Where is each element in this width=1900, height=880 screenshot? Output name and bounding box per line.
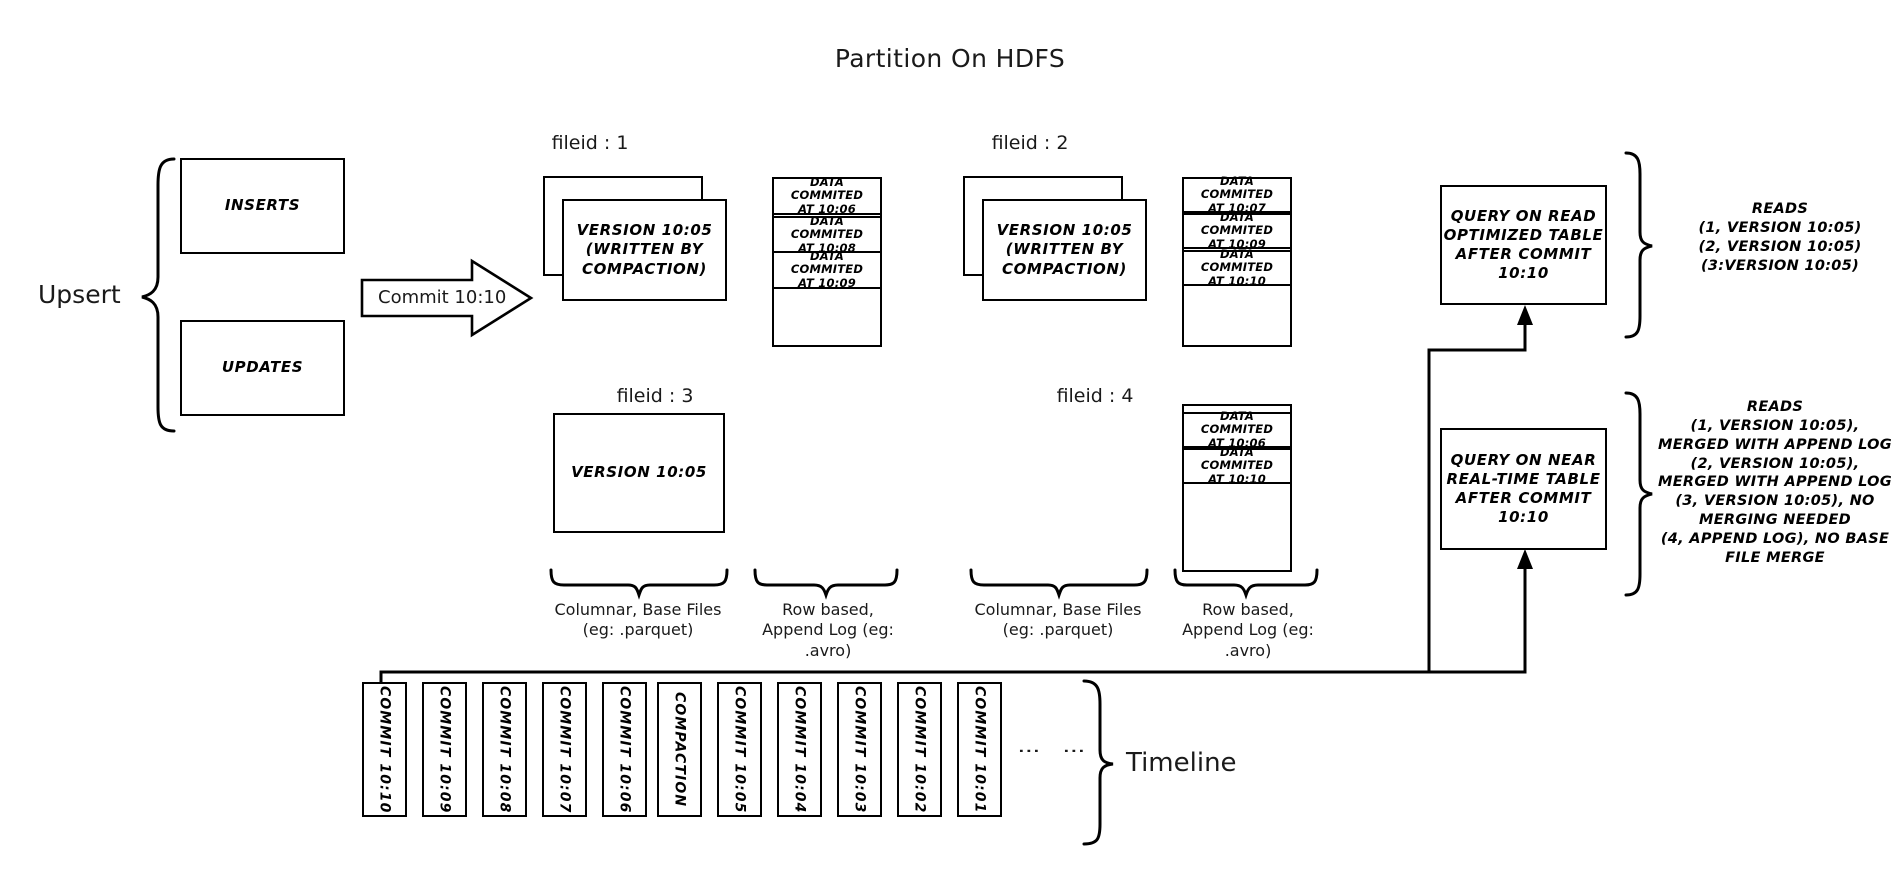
log-entry-label: DATA COMMITED AT 10:08 (790, 213, 864, 255)
fileid-4-log-entry-0[interactable]: DATA COMMITED AT 10:06 (1182, 408, 1292, 450)
caption-columnar-right: Columnar, Base Files (eg: .parquet) (974, 600, 1142, 640)
timeline-cell-label: COMMIT 10:05 (731, 685, 748, 814)
timeline-cell-label: COMMIT 10:06 (616, 685, 633, 814)
fileid-2-log-entry-0[interactable]: DATA COMMITED AT 10:07 (1182, 173, 1292, 215)
timeline-cell-5[interactable]: COMPACTION (657, 682, 702, 817)
timeline-ellipsis-1: ⋮ (1016, 740, 1041, 765)
timeline-cell-label: COMMIT 10:07 (556, 685, 573, 814)
timeline-cell-label: COMMIT 10:09 (436, 685, 453, 814)
commit-arrow-label: Commit 10:10 (378, 287, 507, 308)
query-read-optimized-box[interactable]: QUERY ON READ OPTIMIZED TABLE AFTER COMM… (1440, 185, 1607, 305)
reads-near-real-time-brace-icon (1624, 391, 1653, 597)
query-read-optimized-label: QUERY ON READ OPTIMIZED TABLE AFTER COMM… (1443, 206, 1604, 283)
reads-read-optimized-text: READS (1, VERSION 10:05) (2, VERSION 10:… (1698, 201, 1862, 274)
timeline-label: Timeline (1126, 748, 1237, 778)
log-entry-label: DATA COMMITED AT 10:09 (790, 248, 864, 290)
timeline-cell-9[interactable]: COMMIT 10:02 (897, 682, 942, 817)
rowlog-left-brace-icon (753, 568, 899, 600)
timeline-brace-icon (1082, 679, 1114, 846)
timeline-cell-label: COMMIT 10:10 (376, 685, 393, 814)
fileid-2-base-label: VERSION 10:05 (WRITTEN BY COMPACTION) (996, 221, 1133, 278)
query-near-real-time-box[interactable]: QUERY ON NEAR REAL-TIME TABLE AFTER COMM… (1440, 428, 1607, 550)
timeline-cell-0[interactable]: COMMIT 10:10 (362, 682, 407, 817)
fileid-2-base-front[interactable]: VERSION 10:05 (WRITTEN BY COMPACTION) (982, 199, 1147, 301)
reads-read-optimized-brace-icon (1624, 151, 1653, 339)
fileid-2-log-entry-1[interactable]: DATA COMMITED AT 10:09 (1182, 209, 1292, 251)
inserts-box[interactable]: INSERTS (180, 158, 345, 254)
log-entry-label: DATA COMMITED AT 10:10 (1200, 246, 1274, 288)
timeline-cell-label: COMMIT 10:02 (911, 685, 928, 814)
fileid-2-header: fileid : 2 (991, 132, 1069, 154)
inserts-label: INSERTS (224, 196, 301, 215)
commit-arrow-shape (360, 258, 534, 338)
columnar-left-brace-icon (549, 568, 729, 600)
timeline-cell-6[interactable]: COMMIT 10:05 (717, 682, 762, 817)
fileid-1-log-entry-2[interactable]: DATA COMMITED AT 10:09 (772, 248, 882, 290)
fileid-1-log-entry-0[interactable]: DATA COMMITED AT 10:06 (772, 174, 882, 216)
fileid-4-header: fileid : 4 (1056, 385, 1134, 407)
fileid-1-header: fileid : 1 (551, 132, 629, 154)
upsert-brace-icon (141, 157, 176, 433)
timeline-cell-label: COMPACTION (671, 691, 688, 808)
upsert-label: Upsert (38, 280, 121, 309)
timeline-cell-8[interactable]: COMMIT 10:03 (837, 682, 882, 817)
fileid-1-base-label: VERSION 10:05 (WRITTEN BY COMPACTION) (576, 221, 713, 278)
caption-rowlog-right: Row based, Append Log (eg: .avro) (1182, 600, 1314, 660)
timeline-cell-label: COMMIT 10:04 (791, 685, 808, 814)
log-entry-label: DATA COMMITED AT 10:09 (1200, 209, 1274, 251)
query-near-real-time-label: QUERY ON NEAR REAL-TIME TABLE AFTER COMM… (1446, 450, 1601, 527)
page-title: Partition On HDFS (834, 44, 1066, 73)
log-entry-label: DATA COMMITED AT 10:10 (1200, 444, 1274, 486)
caption-columnar-left: Columnar, Base Files (eg: .parquet) (554, 600, 722, 640)
log-entry-label: DATA COMMITED AT 10:07 (1200, 173, 1274, 215)
fileid-2-log-entry-2[interactable]: DATA COMMITED AT 10:10 (1182, 246, 1292, 288)
timeline-ellipsis-2: ⋮ (1061, 740, 1086, 765)
reads-near-real-time-text: READS (1, VERSION 10:05), MERGED WITH AP… (1657, 399, 1892, 566)
timeline-cell-2[interactable]: COMMIT 10:08 (482, 682, 527, 817)
caption-rowlog-left: Row based, Append Log (eg: .avro) (762, 600, 894, 660)
fileid-3-base-box[interactable]: VERSION 10:05 (553, 413, 725, 533)
fileid-3-base-label: VERSION 10:05 (571, 463, 707, 482)
timeline-cell-4[interactable]: COMMIT 10:06 (602, 682, 647, 817)
fileid-1-base-front[interactable]: VERSION 10:05 (WRITTEN BY COMPACTION) (562, 199, 727, 301)
log-entry-label: DATA COMMITED AT 10:06 (1200, 408, 1274, 450)
log-entry-label: DATA COMMITED AT 10:06 (790, 174, 864, 216)
fileid-4-log-entry-1[interactable]: DATA COMMITED AT 10:10 (1182, 444, 1292, 486)
updates-box[interactable]: UPDATES (180, 320, 345, 416)
timeline-cell-3[interactable]: COMMIT 10:07 (542, 682, 587, 817)
timeline-cell-7[interactable]: COMMIT 10:04 (777, 682, 822, 817)
columnar-right-brace-icon (969, 568, 1149, 600)
fileid-3-header: fileid : 3 (616, 385, 694, 407)
timeline-cell-label: COMMIT 10:03 (851, 685, 868, 814)
rowlog-right-brace-icon (1173, 568, 1319, 600)
timeline-cell-1[interactable]: COMMIT 10:09 (422, 682, 467, 817)
timeline-cell-label: COMMIT 10:01 (971, 685, 988, 814)
timeline-cell-10[interactable]: COMMIT 10:01 (957, 682, 1002, 817)
timeline-cell-label: COMMIT 10:08 (496, 685, 513, 814)
updates-label: UPDATES (221, 358, 304, 377)
